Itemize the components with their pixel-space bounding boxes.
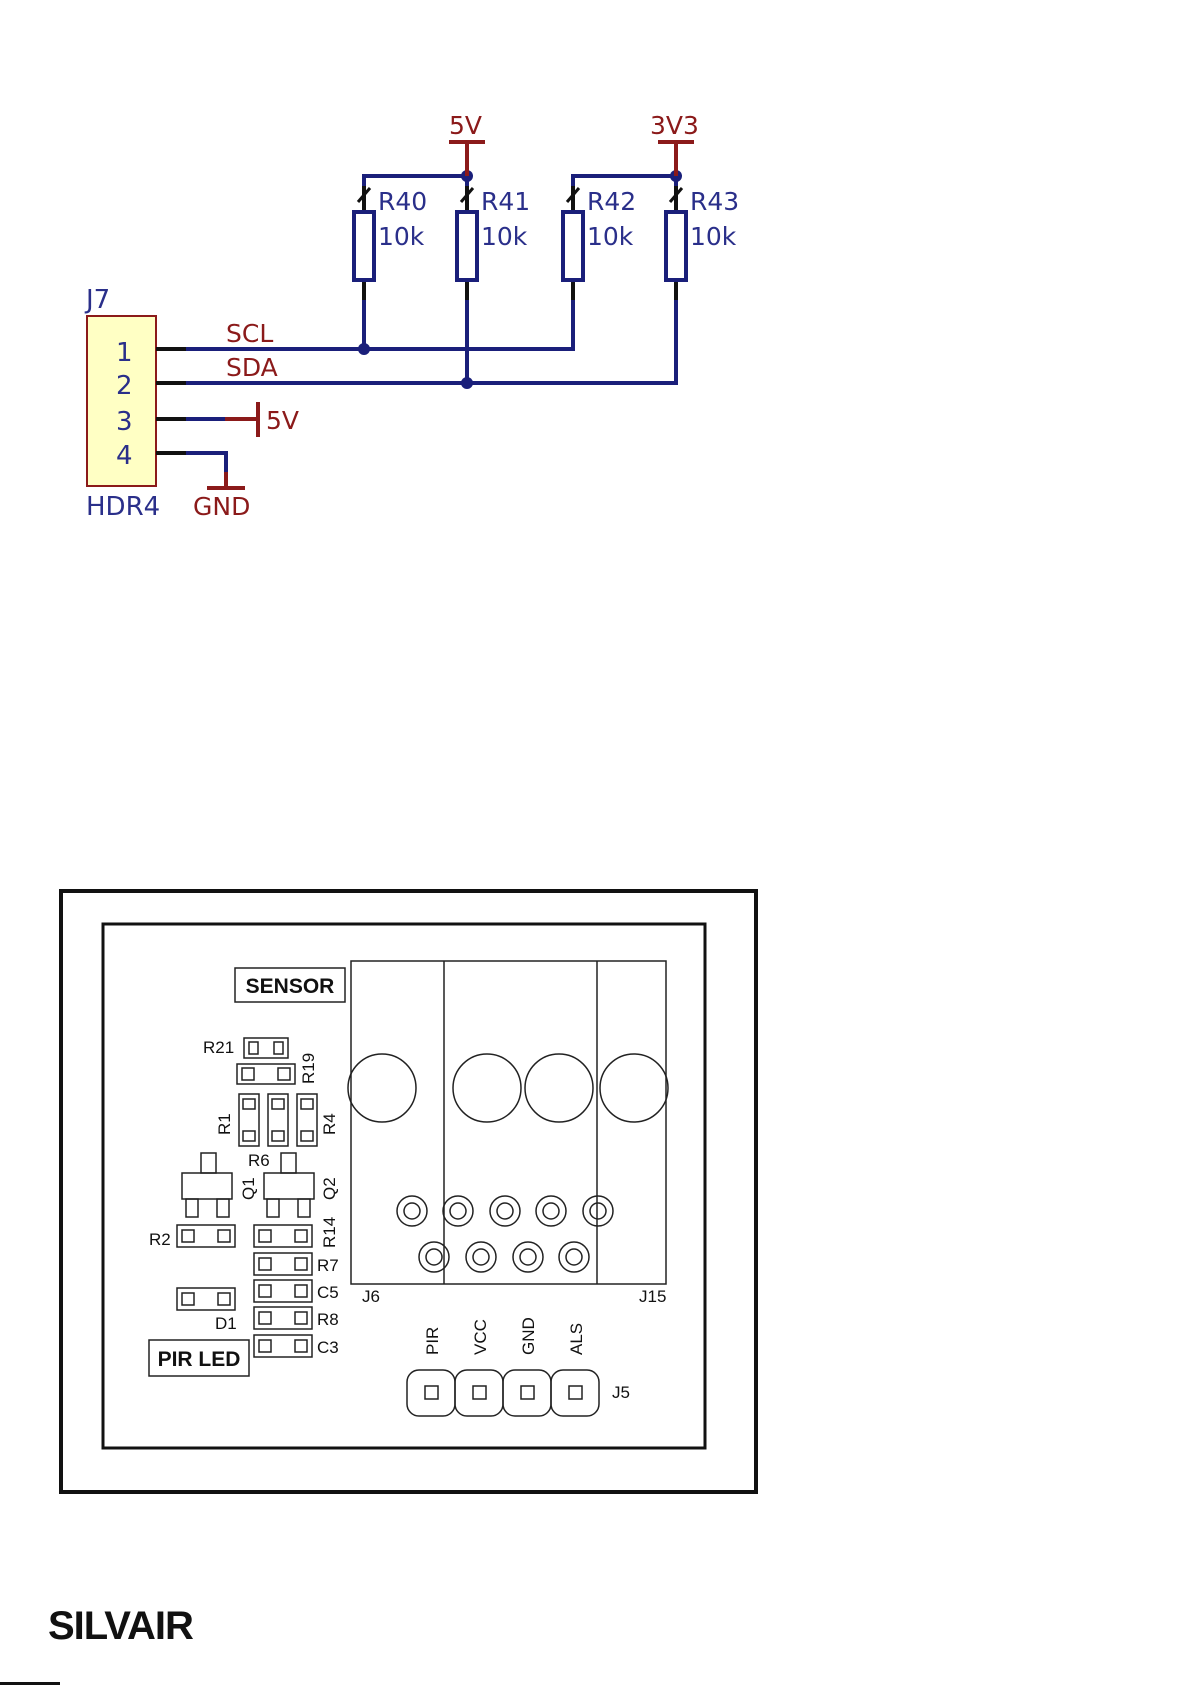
d1-footprint <box>177 1288 235 1310</box>
power-gnd: GND <box>193 472 250 521</box>
r43-value: 10k <box>690 222 737 251</box>
label-j6: J6 <box>362 1287 380 1306</box>
connector-ref: J7 <box>84 285 110 315</box>
pcb-layout: SENSOR PIR LED <box>61 891 756 1492</box>
pin-stubs <box>156 349 186 453</box>
net-label-scl: SCL <box>226 319 273 348</box>
pin-number-2: 2 <box>116 371 133 401</box>
connector-value: HDR4 <box>86 492 160 522</box>
label-c3: C3 <box>317 1338 339 1357</box>
label-r21: R21 <box>203 1038 234 1057</box>
r42-value: 10k <box>587 222 634 251</box>
label-r19: R19 <box>299 1053 318 1084</box>
c5-footprint <box>254 1280 312 1302</box>
power-5v-pin3-label: 5V <box>266 406 299 435</box>
pin-number-1: 1 <box>116 338 133 368</box>
r43-ref: R43 <box>690 187 739 216</box>
r41-ref: R41 <box>481 187 530 216</box>
r21-footprint <box>244 1038 288 1058</box>
power-5v-pin3: 5V <box>225 402 299 437</box>
sensor-housing <box>348 961 668 1284</box>
q1-footprint <box>182 1153 232 1217</box>
label-r8: R8 <box>317 1310 339 1329</box>
brand-logo: SILVAIR <box>48 1604 193 1649</box>
r7-footprint <box>254 1253 312 1275</box>
j5-pin-pir: PIR <box>423 1327 442 1355</box>
r40-ref: R40 <box>378 187 427 216</box>
r8-footprint <box>254 1307 312 1329</box>
pin-number-3: 3 <box>116 407 133 437</box>
power-5v-top-label: 5V <box>449 111 482 140</box>
r1-footprint <box>239 1094 259 1146</box>
power-5v-top: 5V <box>449 111 485 176</box>
label-r2: R2 <box>149 1230 171 1249</box>
label-r14: R14 <box>320 1217 339 1248</box>
sensor-hole-4 <box>600 1054 668 1122</box>
r41-value: 10k <box>481 222 528 251</box>
sensor-hole-3 <box>525 1054 593 1122</box>
label-q1: Q1 <box>239 1177 258 1200</box>
label-d1: D1 <box>215 1314 237 1333</box>
power-3v3-label: 3V3 <box>650 111 699 140</box>
q2-footprint <box>264 1153 314 1217</box>
schematic: J7 HDR4 1 2 3 4 <box>84 111 739 522</box>
r6-footprint <box>268 1094 288 1146</box>
label-j5: J5 <box>612 1383 630 1402</box>
j5-header: PIR VCC GND ALS <box>407 1317 599 1416</box>
r14-footprint <box>254 1225 312 1247</box>
power-3v3: 3V3 <box>650 111 699 176</box>
sensor-label: SENSOR <box>246 975 335 998</box>
j5-pin-gnd: GND <box>519 1317 538 1355</box>
label-r7: R7 <box>317 1256 339 1275</box>
label-r1: R1 <box>215 1113 234 1135</box>
j5-pin-als: ALS <box>567 1323 586 1355</box>
junction-scl <box>358 343 370 355</box>
c3-footprint <box>254 1335 312 1357</box>
r42-ref: R42 <box>587 187 636 216</box>
power-gnd-label: GND <box>193 492 250 521</box>
r4-footprint <box>297 1094 317 1146</box>
label-c5: C5 <box>317 1283 339 1302</box>
label-j15: J15 <box>639 1287 666 1306</box>
sensor-hole-2 <box>453 1054 521 1122</box>
j5-pin-vcc: VCC <box>471 1319 490 1355</box>
pcb-outer-frame <box>61 891 756 1492</box>
label-q2: Q2 <box>320 1177 339 1200</box>
sensor-pads <box>397 1196 613 1272</box>
label-r4: R4 <box>320 1113 339 1135</box>
r19-footprint <box>237 1064 295 1084</box>
junction-sda <box>461 377 473 389</box>
r2-footprint <box>177 1225 235 1247</box>
footer-divider <box>0 1682 60 1685</box>
pin-number-4: 4 <box>116 441 133 471</box>
sensor-hole-1 <box>348 1054 416 1122</box>
label-r6: R6 <box>248 1151 270 1170</box>
r40-value: 10k <box>378 222 425 251</box>
net-label-sda: SDA <box>226 353 278 382</box>
pir-led-label: PIR LED <box>158 1348 241 1371</box>
